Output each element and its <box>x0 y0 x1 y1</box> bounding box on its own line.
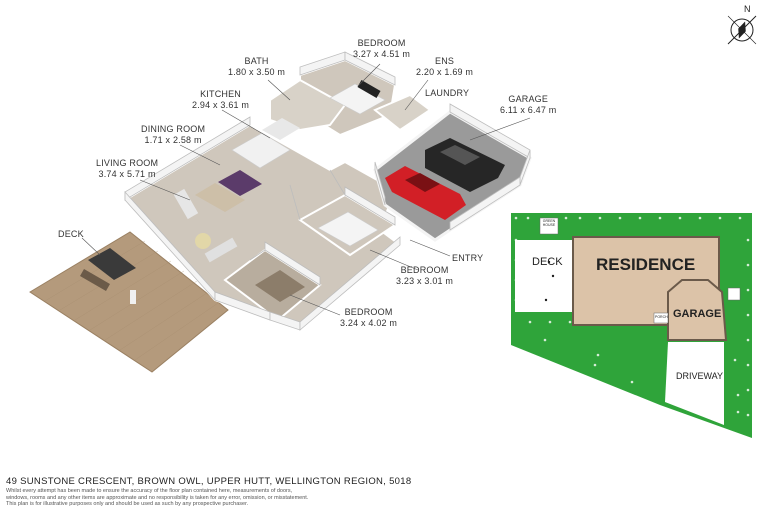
site-greenhouse <box>539 217 559 235</box>
site-deck <box>515 240 574 312</box>
bed-mid <box>317 211 379 247</box>
site-garage-label: GARAGE <box>673 308 722 320</box>
bed-top <box>329 83 386 115</box>
bed-low <box>255 270 305 302</box>
deck-table <box>88 248 136 280</box>
site-driveway-label: DRIVEWAY <box>676 371 724 381</box>
car-red <box>385 166 466 220</box>
sofa-1 <box>204 237 238 263</box>
sofa-2 <box>173 188 199 220</box>
site-driveway <box>665 342 724 425</box>
label-laundry: LAUNDRY <box>425 88 470 98</box>
disclaimer-line-1: Whilst every attempt has been made to en… <box>6 488 293 494</box>
disclaimer-line-2: windows, rooms and any other items are a… <box>6 494 309 501</box>
compass-icon <box>727 15 757 45</box>
site-deck-label: DECK <box>532 256 563 268</box>
site-porch-label: PORCH <box>655 315 668 319</box>
kitchen-island <box>231 132 291 169</box>
disclaimer: Whilst every attempt has been made to en… <box>6 488 426 508</box>
label-deck: DECK <box>58 229 84 239</box>
disclaimer-line-3: This plan is for illustrative purposes o… <box>6 501 249 507</box>
site-residence-label: RESIDENCE <box>596 255 696 274</box>
laundry-floor <box>373 93 432 132</box>
purple-rug <box>218 170 262 196</box>
site-greenhouse-label: GREEN HOUSE <box>542 219 556 227</box>
deck-bench <box>80 269 110 291</box>
kitchen-counter <box>262 118 300 140</box>
living-rug <box>195 183 245 212</box>
property-address: 49 SUNSTONE CRESCENT, BROWN OWL, UPPER H… <box>6 476 412 487</box>
compass-north-label: N <box>744 4 751 14</box>
label-entry: ENTRY <box>452 253 484 263</box>
site-garage <box>667 279 728 341</box>
ottoman <box>195 233 211 249</box>
site-porch <box>653 312 669 324</box>
deck-chair <box>130 290 136 304</box>
bath-ens-floor <box>269 78 347 132</box>
